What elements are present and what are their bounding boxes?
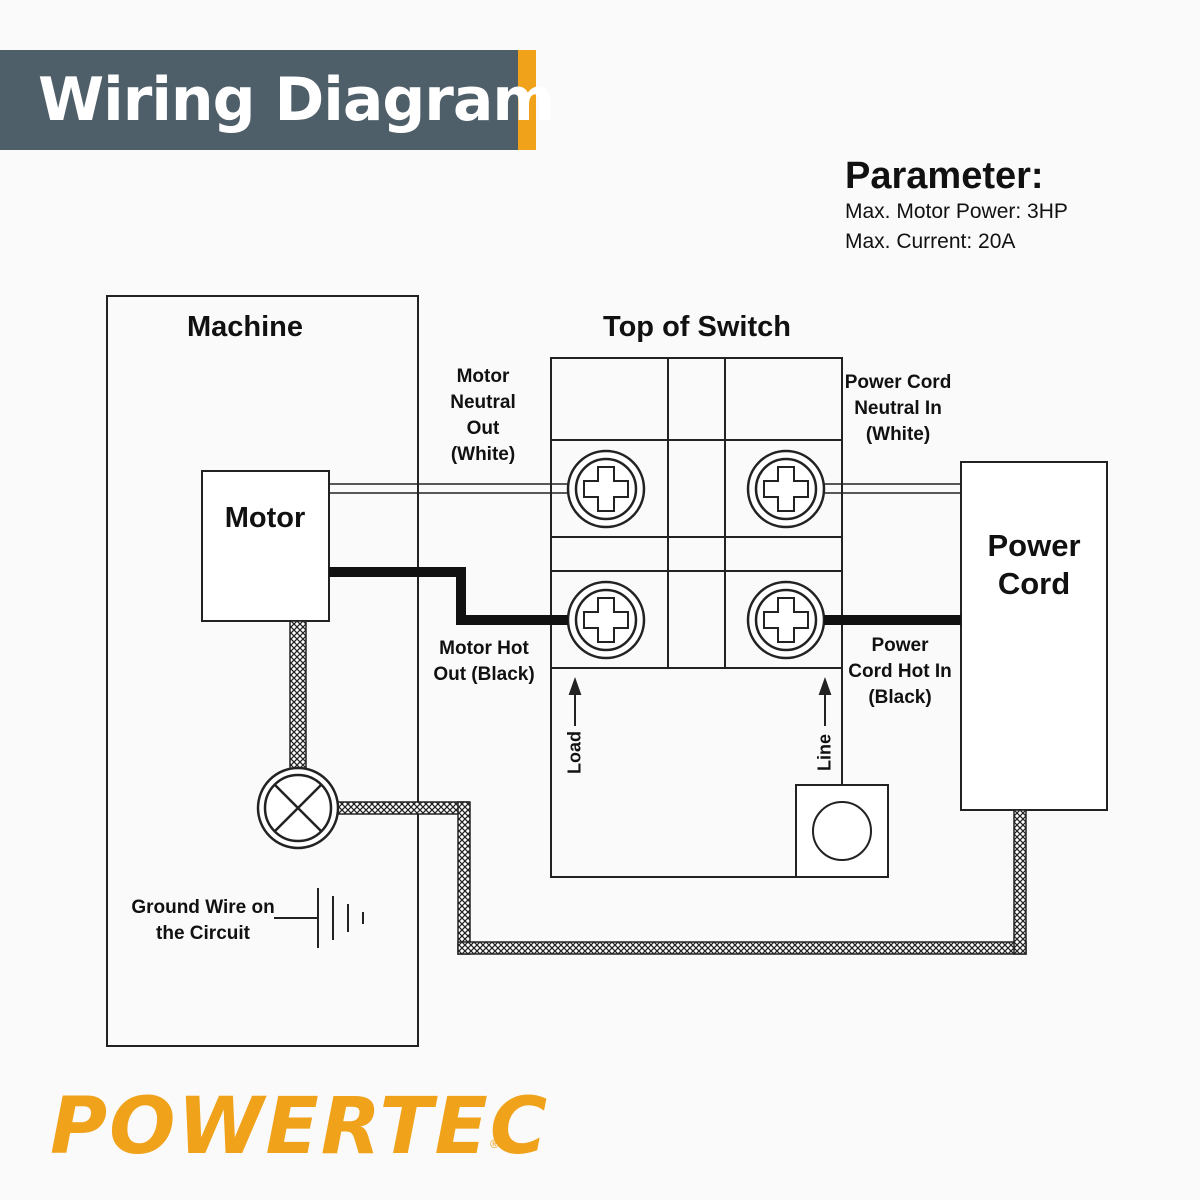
- ground-junction: [256, 766, 340, 850]
- line-input-hole: [812, 801, 872, 861]
- line-label: Line: [814, 734, 835, 772]
- neutral-wire: [329, 483, 961, 494]
- line-arrow: [818, 677, 832, 726]
- motor-neutral-out-label: Motor Neutral Out (White): [450, 366, 516, 465]
- parameter-heading: Parameter:: [845, 155, 1044, 197]
- terminal-screw: [746, 449, 826, 529]
- ground-symbol: [274, 888, 364, 948]
- motor-hot-out-label: Motor Hot Out (Black): [433, 638, 535, 685]
- parameter-max-current: Max. Current: 20A: [845, 230, 1016, 253]
- title-banner: [0, 50, 518, 150]
- motor-hot-wire: [329, 567, 568, 625]
- ground-wire-label: Ground Wire on the Circuit: [131, 897, 275, 944]
- registered-mark: ®: [490, 1137, 499, 1151]
- power-cord-hot-in-label: Power Cord Hot In (Black): [848, 635, 952, 708]
- powertec-logo: POWERTEC: [50, 1082, 550, 1172]
- machine-label: Machine: [186, 311, 304, 343]
- motor-box: [201, 470, 330, 622]
- machine-box: [106, 295, 419, 1047]
- parameter-motor-power: Max. Motor Power: 3HP: [845, 200, 1068, 223]
- ground-wire-braid: [289, 620, 1027, 955]
- terminal-screw: [746, 580, 826, 660]
- page-title: Wiring Diagram: [38, 65, 555, 135]
- switch-top-label: Top of Switch: [603, 311, 791, 343]
- load-arrow: [568, 677, 582, 726]
- power-cord-neutral-in-label: Power Cord Neutral In (White): [844, 372, 952, 445]
- terminal-screw: [566, 580, 646, 660]
- power-cord-label: Power Cord: [987, 528, 1081, 601]
- power-cord-box: [960, 461, 1108, 811]
- load-label: Load: [564, 731, 585, 774]
- motor-label: Motor: [224, 502, 306, 534]
- terminal-screw: [566, 449, 646, 529]
- title-banner-accent: [518, 50, 536, 150]
